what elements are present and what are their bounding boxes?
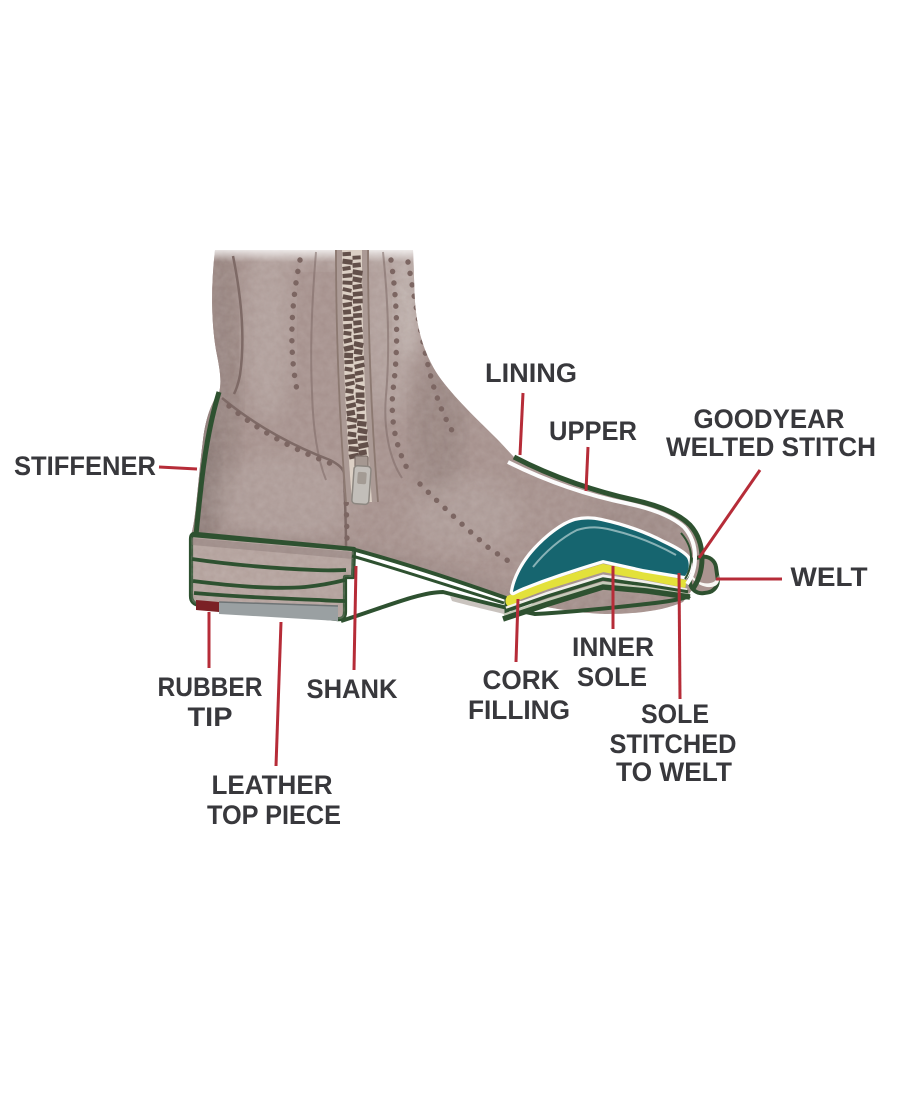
svg-text:TIP: TIP bbox=[188, 702, 233, 732]
svg-text:SHANK: SHANK bbox=[307, 674, 398, 704]
svg-text:STITCHED: STITCHED bbox=[610, 729, 737, 759]
svg-text:UPPER: UPPER bbox=[549, 416, 637, 446]
svg-text:RUBBER: RUBBER bbox=[158, 672, 263, 702]
svg-text:CORK: CORK bbox=[483, 665, 560, 695]
svg-text:TOP PIECE: TOP PIECE bbox=[207, 800, 341, 830]
svg-text:SOLE: SOLE bbox=[641, 699, 709, 729]
svg-text:WELT: WELT bbox=[791, 562, 869, 592]
svg-text:LINING: LINING bbox=[485, 358, 577, 388]
svg-text:SOLE: SOLE bbox=[577, 662, 647, 692]
svg-text:FILLING: FILLING bbox=[468, 695, 570, 725]
svg-text:TO WELT: TO WELT bbox=[616, 757, 732, 787]
svg-text:INNER: INNER bbox=[572, 632, 654, 662]
svg-text:STIFFENER: STIFFENER bbox=[14, 451, 156, 481]
svg-text:GOODYEAR: GOODYEAR bbox=[694, 404, 845, 434]
svg-text:LEATHER: LEATHER bbox=[212, 770, 333, 800]
svg-text:WELTED STITCH: WELTED STITCH bbox=[666, 432, 876, 462]
